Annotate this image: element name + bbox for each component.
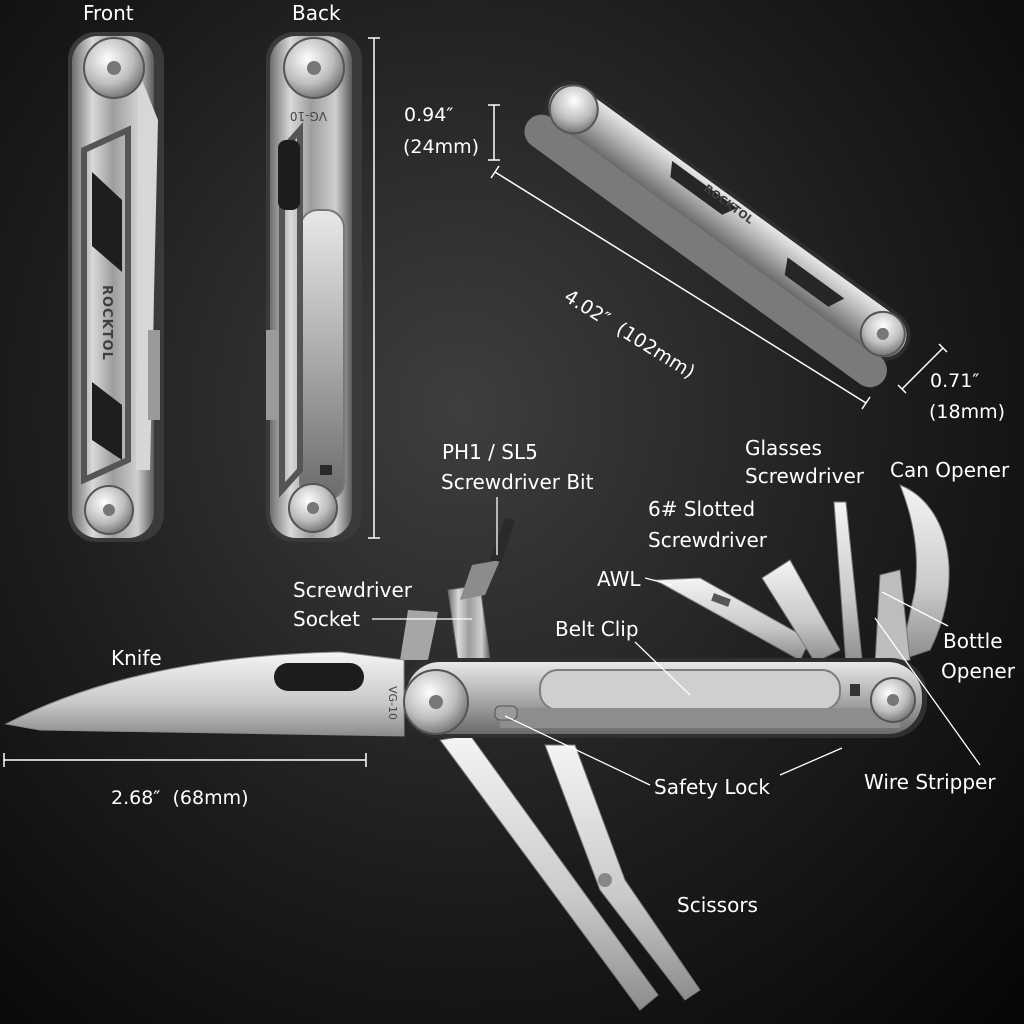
slotted-callout-line1: 6# Slotted (648, 497, 756, 521)
thickness-dimension-line (488, 104, 500, 161)
open-view-tool (4, 484, 950, 1011)
blade-dimension-line (3, 753, 367, 767)
glasses-callout-line1: Glasses (745, 436, 822, 460)
bit-callout-line2: Screwdriver Bit (441, 470, 594, 494)
width-dimension-line (897, 343, 948, 394)
bottle-callout-line2: Opener (941, 659, 1015, 683)
can-opener-callout: Can Opener (890, 458, 1010, 482)
socket-callout-line1: Screwdriver (293, 578, 412, 602)
length-dimension-line (490, 165, 871, 410)
steel-engraving-knife: VG-10 (386, 686, 399, 720)
belt-clip-callout: Belt Clip (555, 617, 639, 641)
thickness-inch-label: 0.94″ (404, 104, 454, 126)
glasses-callout-line2: Screwdriver (745, 464, 864, 488)
height-dimension-line (368, 37, 380, 539)
callout-leader-lines (372, 497, 981, 786)
knife-callout: Knife (111, 646, 162, 670)
scissors-callout: Scissors (677, 893, 758, 917)
brand-engraving-front: ROCKTOL (99, 285, 114, 361)
front-view-tool (68, 32, 164, 542)
back-view-label: Back (292, 1, 341, 25)
safety-lock-callout: Safety Lock (654, 775, 770, 799)
bottle-callout-line1: Bottle (943, 629, 1003, 653)
angled-view-tool (524, 80, 911, 388)
front-view-label: Front (83, 1, 134, 25)
bit-callout-line1: PH1 / SL5 (442, 440, 538, 464)
thickness-mm-label: (24mm) (403, 136, 480, 158)
width-mm-label: (18mm) (929, 401, 1006, 423)
socket-callout-line2: Socket (293, 607, 360, 631)
awl-callout: AWL (597, 567, 641, 591)
width-inch-label: 0.71″ (930, 370, 980, 392)
steel-engraving-back: VG-10 (290, 109, 327, 123)
wire-stripper-callout: Wire Stripper (864, 770, 996, 794)
back-view-tool (266, 32, 362, 542)
blade-length-label: 2.68″ (68mm) (111, 787, 249, 809)
slotted-callout-line2: Screwdriver (648, 528, 767, 552)
